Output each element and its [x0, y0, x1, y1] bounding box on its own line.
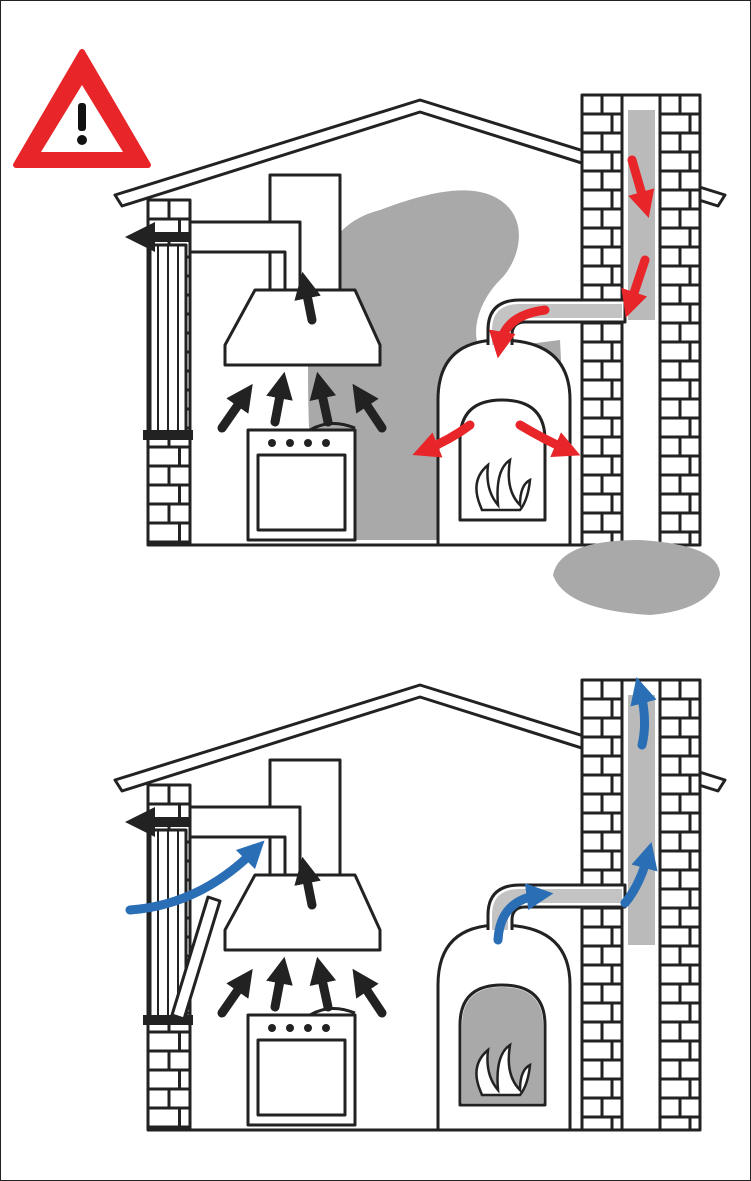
stove-knob — [268, 439, 276, 447]
hood-up-arrow — [294, 856, 321, 910]
house-panel-bottom — [113, 540, 727, 1132]
air-up-arrow — [352, 383, 387, 433]
house-panel-top — [13, 49, 727, 547]
stove-knob — [268, 1024, 276, 1032]
hood-exhaust-duct — [188, 220, 302, 292]
warning-triangle-icon — [13, 49, 151, 168]
stove-knob — [286, 1024, 294, 1032]
air-up-arrow — [217, 968, 253, 1018]
stove-knob — [286, 439, 294, 447]
chimney-right-bricks — [658, 678, 702, 1132]
warning-exclamation-bar — [78, 103, 86, 131]
stove-knob — [304, 439, 312, 447]
stove — [246, 428, 357, 542]
stove-knob — [322, 439, 330, 447]
fresh-air-arrow — [125, 840, 265, 915]
backdraft-arrow — [627, 155, 655, 218]
updraft-arrow — [630, 676, 657, 750]
backdraft-arrow — [488, 305, 550, 359]
air-up-arrow — [352, 968, 387, 1018]
roof — [113, 683, 727, 793]
backdraft-arrow — [515, 420, 581, 457]
air-up-arrow — [266, 956, 293, 1012]
roof — [113, 98, 727, 208]
warning-exclamation-dot — [77, 135, 87, 145]
air-up-arrow — [217, 383, 253, 433]
hood-up-arrow — [294, 271, 321, 325]
hood-exhaust-duct — [188, 805, 302, 877]
fireplace-opening — [458, 983, 547, 1107]
range-hood — [223, 288, 382, 367]
range-hood — [223, 873, 382, 952]
fireplace-opening — [458, 398, 547, 522]
chimney-right-bricks — [658, 93, 702, 547]
wall-vent-cap — [143, 1015, 193, 1025]
updraft-arrow — [620, 841, 658, 908]
outdoor-smoke-cloud — [553, 540, 720, 615]
updraft-arrow — [493, 883, 554, 945]
stove — [246, 1013, 357, 1127]
air-up-arrow — [309, 371, 337, 427]
fresh-air-inlet-pipe — [170, 895, 222, 1021]
air-up-arrow — [309, 956, 337, 1012]
backdraft-arrow — [621, 255, 650, 318]
fire-flames — [475, 457, 532, 512]
wall-vent-cap — [143, 430, 193, 440]
backdraft-arrow — [412, 420, 475, 458]
stove-oven-door — [256, 453, 347, 532]
stove-oven-door — [256, 1038, 347, 1117]
stove-knob — [322, 1024, 330, 1032]
air-up-arrow — [266, 371, 293, 427]
stove-knob — [304, 1024, 312, 1032]
fire-flames — [475, 1042, 532, 1097]
